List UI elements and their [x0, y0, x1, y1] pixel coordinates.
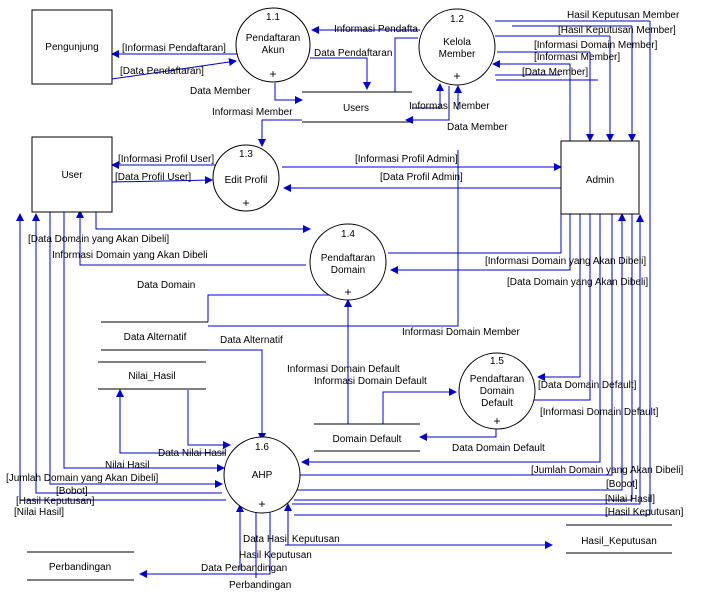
flow-label: [Data Profil User] — [115, 172, 191, 183]
process-label-line: Default — [481, 398, 513, 409]
store-nilai-hasil: Nilai_Hasil — [98, 361, 206, 390]
process-label-line: Member — [439, 49, 476, 60]
entity-pengunjung: Pengunjung — [31, 9, 113, 85]
flow-label: [Informasi Member] — [534, 52, 620, 63]
store-perbandingan-label: Perbandingan — [49, 562, 111, 573]
store-data-alternatif: Data Alternatif — [101, 321, 208, 351]
flow-label: Data Domain — [137, 280, 195, 291]
entity-pengunjung-label: Pengunjung — [45, 42, 98, 53]
flow-label: Informasi Domain Default — [314, 376, 427, 387]
process-label-line: Pendaftaran — [470, 374, 525, 385]
plus-icon: + — [242, 196, 249, 210]
flow-label: Informasi Member — [212, 107, 293, 118]
plus-icon: + — [344, 285, 351, 299]
flow-label: [Data Domain yang Akan Dibeli] — [507, 277, 648, 288]
process-number: 1.3 — [239, 149, 253, 160]
plus-icon: + — [493, 414, 500, 428]
process-label-line: Domain — [480, 386, 514, 397]
store-nilai-hasil-label: Nilai_Hasil — [128, 371, 175, 382]
flow-label: Informasi Domain Default — [287, 364, 400, 375]
flow-label: [Jumlah Domain yang Akan Dibeli] — [6, 473, 159, 484]
store-hasil-keputusan-label: Hasil_Keputusan — [581, 536, 657, 547]
flow-label: Informasi Domain yang Akan Dibeli — [52, 250, 208, 261]
flow-label: Data Domain Default — [452, 443, 545, 454]
flow-label: [Jumlah Domain yang Akan Dibeli] — [531, 465, 684, 476]
store-hasil-keputusan: Hasil_Keputusan — [566, 524, 672, 554]
process-label-line: Akun — [262, 45, 285, 56]
process-1-3: 1.3 Edit Profil + — [212, 144, 280, 212]
flow-label: [Bobot] — [606, 479, 638, 490]
process-1-4: 1.4 Pendaftaran Domain + — [309, 223, 387, 301]
process-1-5: 1.5 Pendaftaran Domain Default + — [458, 352, 536, 430]
flow-label: [Data Member] — [522, 67, 588, 78]
process-label-line: Pendaftaran — [321, 253, 376, 264]
process-label-line: Kelola — [443, 37, 471, 48]
process-number: 1.1 — [266, 12, 280, 23]
flow-label: Informasi Member — [409, 101, 490, 112]
flow-label: Perbandingan — [229, 580, 291, 591]
flow-label: [Informasi Domain yang Akan Dibeli] — [485, 256, 646, 267]
flow-label: [Hasil Keputusan] — [16, 496, 95, 507]
flow-label: Data Nilai Hasil — [158, 448, 226, 459]
process-label-line: Pendaftaran — [246, 33, 301, 44]
flow-label: Hasil Keputusan Member — [567, 10, 680, 21]
flow-label: Nilai Hasil — [105, 460, 149, 471]
flow-label: [Data Domain Default] — [538, 380, 637, 391]
store-users-label: Users — [343, 103, 369, 114]
plus-icon: + — [453, 69, 460, 83]
flow-label: Data Alternatif — [220, 335, 283, 346]
flow-label: Hasil Keputusan — [239, 550, 312, 561]
process-1-2: 1.2 Kelola Member + — [418, 8, 496, 86]
flow-label: Data Perbandingan — [201, 563, 287, 574]
store-perbandingan: Perbandingan — [27, 551, 134, 581]
flow-label: Informasi Domain Member — [402, 327, 520, 338]
flow-label: [Nilai Hasil] — [14, 507, 64, 518]
flow-labels: [Informasi Pendaftaran] [Data Pendaftara… — [6, 10, 684, 591]
flow-label: [Informasi Domain Member] — [534, 40, 658, 51]
flow-label: Data Member — [190, 86, 251, 97]
process-1-1: 1.1 Pendaftaran Akun + — [235, 7, 311, 83]
entity-admin-label: Admin — [586, 175, 614, 186]
process-label-line: AHP — [252, 470, 273, 481]
flow-label: [Data Domain yang Akan Dibeli] — [28, 234, 169, 245]
process-1-6: 1.6 AHP + — [223, 436, 301, 514]
store-data-alternatif-label: Data Alternatif — [124, 332, 187, 343]
store-domain-default-label: Domain Default — [333, 434, 402, 445]
entity-admin: Admin — [560, 140, 640, 215]
flow-label: [Hasil Keputusan Member] — [558, 25, 676, 36]
flow-label: [Informasi Profil Admin] — [355, 154, 458, 165]
flow-label: [Nilai Hasil] — [605, 494, 655, 505]
process-label-line: Domain — [331, 265, 365, 276]
flow-label: [Informasi Profil User] — [118, 154, 214, 165]
flow-label: Data Pendaftaran — [314, 48, 392, 59]
flow-label: [Hasil Keputusan] — [605, 507, 684, 518]
flow-label: [Data Profil Admin] — [380, 172, 463, 183]
flow-label: [Data Pendaftaran] — [120, 66, 204, 77]
process-number: 1.6 — [255, 442, 269, 453]
process-number: 1.4 — [341, 229, 355, 240]
flow-label: Informasi Pendafta — [334, 24, 418, 35]
flow-lines — [16, 20, 651, 578]
process-number: 1.5 — [490, 356, 504, 367]
flow-label: [Informasi Domain Default] — [540, 407, 659, 418]
entity-user-label: User — [61, 170, 83, 181]
store-users: Users — [302, 91, 412, 123]
entity-user: User — [31, 136, 113, 213]
plus-icon: + — [269, 67, 276, 81]
store-domain-default: Domain Default — [314, 423, 420, 452]
flow-label: Data Member — [447, 122, 508, 133]
flow-label: Data Hasil Keputusan — [243, 534, 340, 545]
process-number: 1.2 — [450, 14, 464, 25]
process-label-line: Edit Profil — [225, 175, 268, 186]
plus-icon: + — [258, 497, 265, 511]
flow-label: [Bobot] — [56, 486, 88, 497]
flow-label: [Informasi Pendaftaran] — [122, 43, 226, 54]
